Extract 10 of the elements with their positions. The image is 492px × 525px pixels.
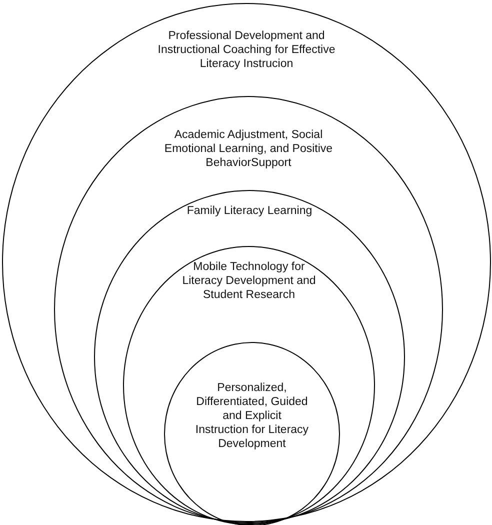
- nested-circle: [2, 3, 491, 522]
- nested-circle: [54, 96, 443, 523]
- nested-circle: [164, 342, 340, 525]
- circle-label: Personalized, Differentiated, Guided and Explicit Instruction for Literacy Development: [194, 381, 310, 451]
- circle-label: Family Literacy Learning: [186, 204, 314, 218]
- circle-label: Mobile Technology for Literacy Development and Student Research: [181, 260, 317, 302]
- nested-circle: [94, 190, 405, 524]
- nested-circle: [123, 246, 375, 525]
- circle-label: Professional Development and Instructional Coaching for Effective Literacy Instrucion: [156, 29, 336, 71]
- circle-label: Academic Adjustment, Social Emotional Learning, and Positive BehaviorSupport: [163, 128, 334, 170]
